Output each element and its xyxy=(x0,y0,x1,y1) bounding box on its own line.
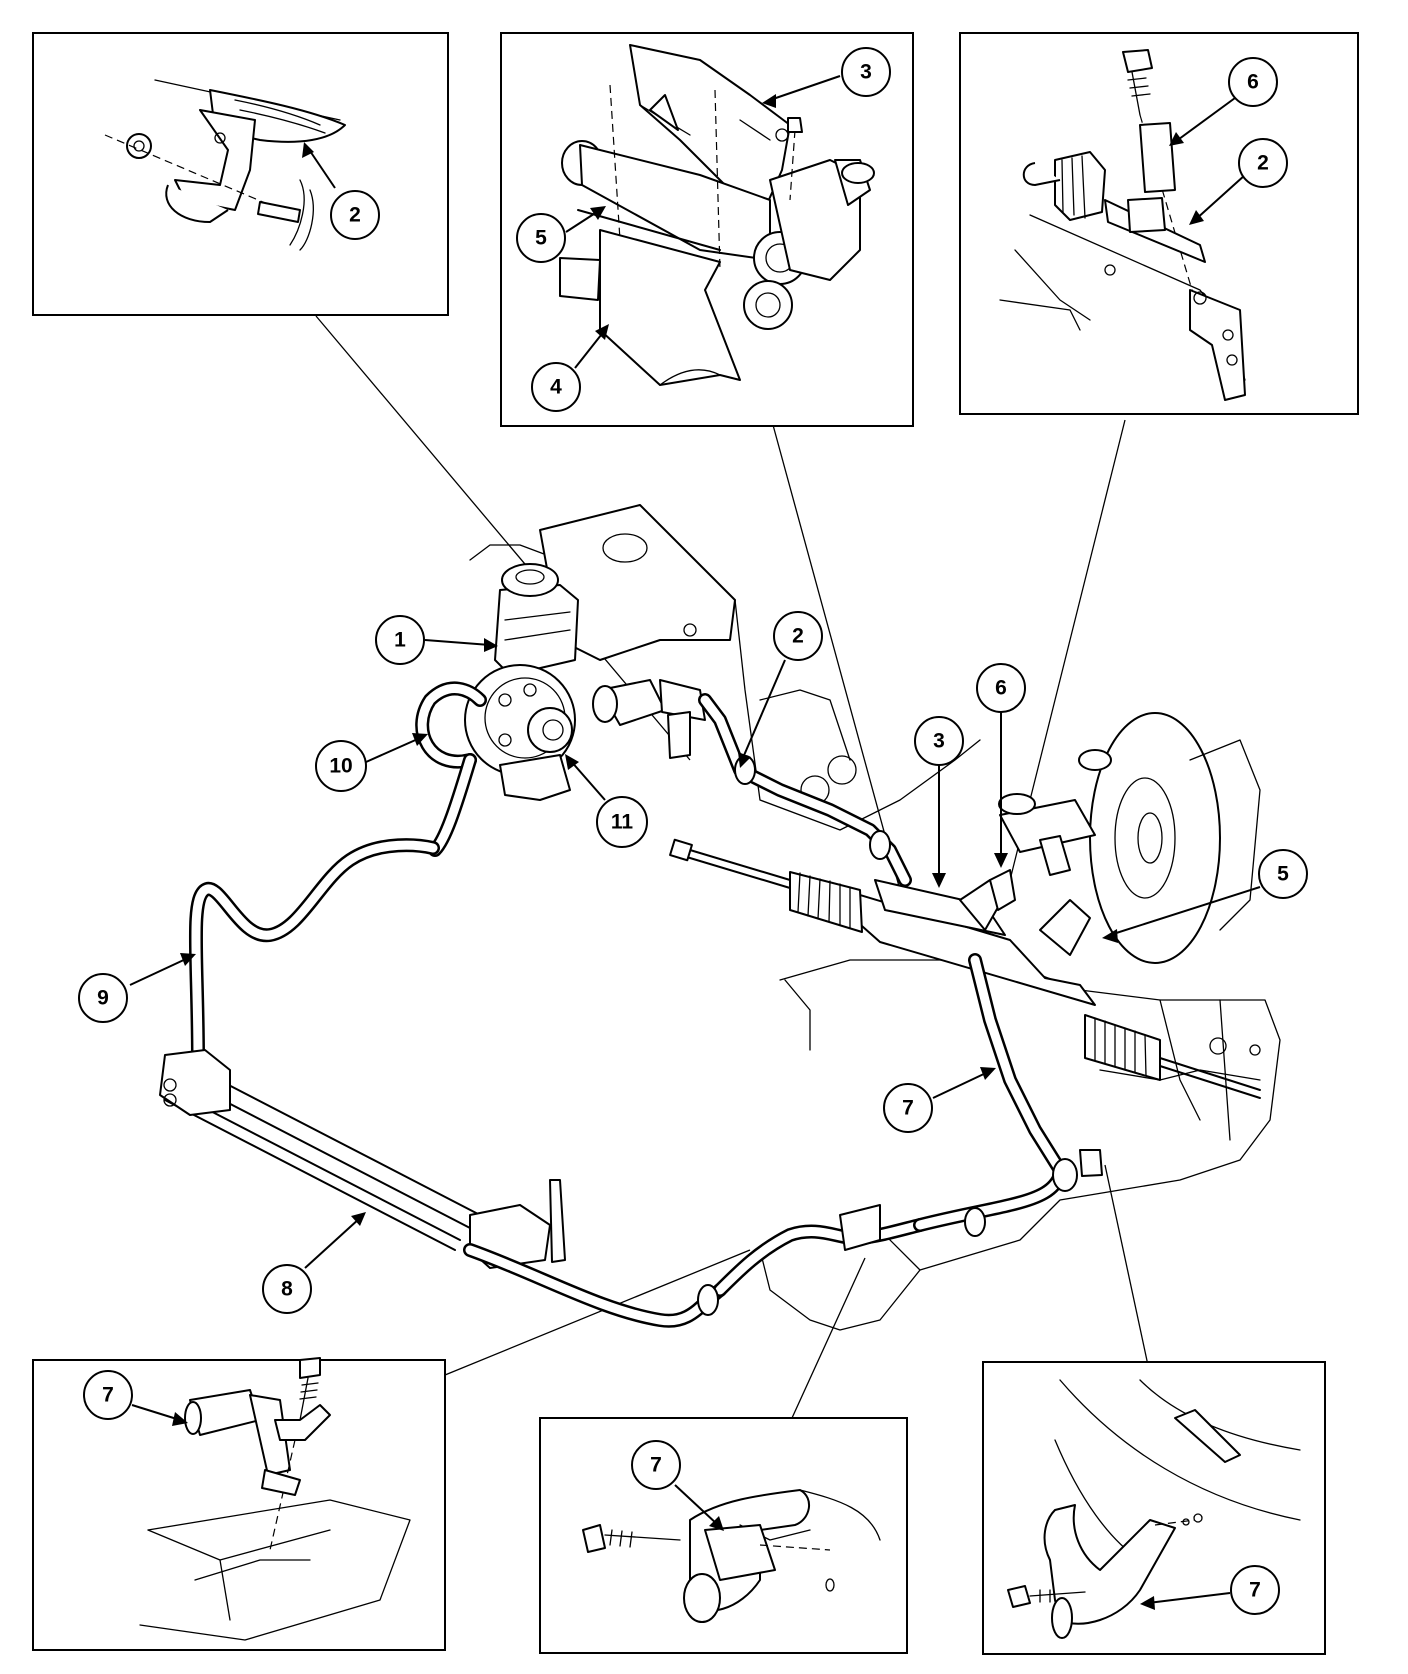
left-rack-boot xyxy=(789,871,863,933)
svg-text:7: 7 xyxy=(1249,1579,1261,1602)
callout-inset-tr-2: 2 xyxy=(1189,138,1288,225)
callouts: 2 3 5 4 6 xyxy=(78,47,1308,1615)
callout-main-7: 7 xyxy=(883,1067,996,1133)
svg-text:5: 5 xyxy=(535,227,547,250)
callout-main-9: 9 xyxy=(78,953,196,1023)
svg-text:4: 4 xyxy=(550,376,562,399)
svg-text:3: 3 xyxy=(933,730,945,753)
inset-bottom-center xyxy=(539,1417,908,1654)
svg-text:5: 5 xyxy=(1277,863,1289,886)
inset-bottom-right xyxy=(982,1361,1326,1655)
svg-text:2: 2 xyxy=(349,204,361,227)
inset-top-right xyxy=(959,32,1359,415)
main-assembly xyxy=(159,504,1281,1331)
svg-text:1: 1 xyxy=(394,629,406,652)
callout-main-6: 6 xyxy=(976,663,1026,868)
svg-text:3: 3 xyxy=(860,61,872,84)
svg-text:7: 7 xyxy=(102,1384,114,1407)
callout-main-5: 5 xyxy=(1102,849,1308,943)
svg-text:10: 10 xyxy=(329,755,352,778)
svg-text:8: 8 xyxy=(281,1278,293,1301)
callout-inset-bc-7: 7 xyxy=(631,1440,724,1531)
callout-main-3: 3 xyxy=(914,716,964,888)
callout-main-11: 11 xyxy=(565,754,648,848)
callout-main-8: 8 xyxy=(262,1212,366,1314)
callout-inset-tc-5: 5 xyxy=(516,206,606,263)
svg-text:11: 11 xyxy=(611,811,634,834)
callout-main-1: 1 xyxy=(375,615,498,665)
svg-text:7: 7 xyxy=(902,1097,914,1120)
callout-main-10: 10 xyxy=(315,733,428,792)
svg-text:9: 9 xyxy=(97,987,109,1010)
callout-inset-tl-2: 2 xyxy=(302,142,380,240)
callout-inset-br-7: 7 xyxy=(1140,1565,1280,1615)
inset-bottom-left xyxy=(32,1357,446,1651)
callout-inset-tc-4: 4 xyxy=(531,324,609,412)
callout-inset-tr-6: 6 xyxy=(1169,57,1278,146)
svg-text:6: 6 xyxy=(1247,71,1259,94)
leader-lines xyxy=(315,315,1150,1419)
svg-text:2: 2 xyxy=(1257,152,1269,175)
inset-top-left xyxy=(32,32,449,316)
callout-inset-bl-7: 7 xyxy=(83,1370,188,1426)
right-rack-boot xyxy=(1084,1014,1161,1081)
svg-text:2: 2 xyxy=(792,625,804,648)
callout-main-2: 2 xyxy=(738,611,823,768)
callout-inset-tc-3: 3 xyxy=(762,47,891,108)
svg-text:6: 6 xyxy=(995,677,1007,700)
svg-text:7: 7 xyxy=(650,1454,662,1477)
